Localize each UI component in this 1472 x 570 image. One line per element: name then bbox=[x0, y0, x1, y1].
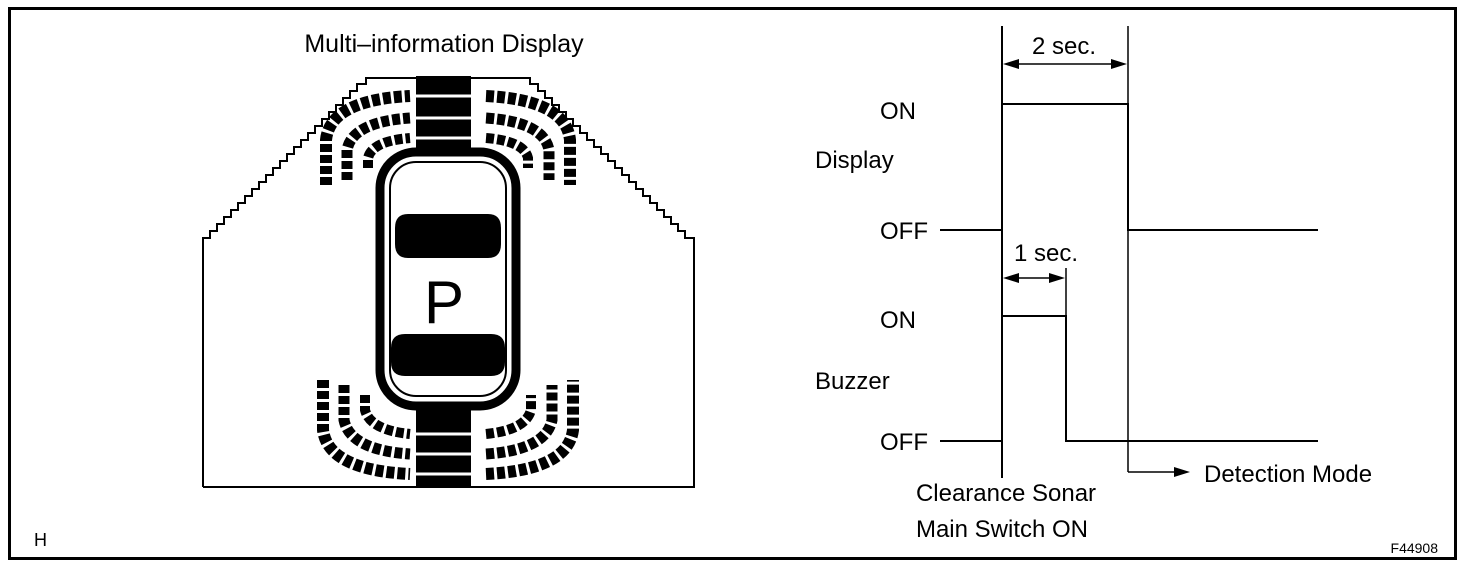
display-bezel bbox=[202, 77, 695, 488]
detection-arrow-head bbox=[1174, 467, 1190, 477]
figure-code: F44908 bbox=[1391, 540, 1439, 556]
center-bar-gaps bbox=[416, 94, 471, 476]
buzzer-off-label: OFF bbox=[880, 429, 928, 456]
trigger-caption-line1: Clearance Sonar bbox=[916, 480, 1096, 507]
gear-indicator: P bbox=[424, 269, 464, 336]
two-sec-label: 2 sec. bbox=[1032, 33, 1096, 60]
front-center-bar bbox=[416, 76, 471, 151]
one-sec-label: 1 sec. bbox=[1014, 240, 1078, 267]
timing-chart: ON Display OFF ON Buzzer OFF 2 sec. 1 se… bbox=[815, 26, 1372, 543]
figure-frame bbox=[8, 7, 1457, 560]
trigger-caption-line2: Main Switch ON bbox=[916, 516, 1088, 543]
display-signal-label: Display bbox=[815, 147, 894, 174]
buzzer-signal-label: Buzzer bbox=[815, 368, 890, 395]
one-sec-arrow-right bbox=[1049, 273, 1065, 283]
detection-mode-label: Detection Mode bbox=[1204, 461, 1372, 488]
rear-arc-inner bbox=[360, 395, 536, 439]
front-arc-inner bbox=[363, 133, 533, 168]
buzzer-waveform bbox=[940, 315, 1318, 442]
front-arc-outer bbox=[320, 90, 576, 185]
corner-letter: H bbox=[34, 530, 47, 550]
display-title: Multi–information Display bbox=[304, 30, 584, 58]
display-waveform bbox=[940, 103, 1318, 231]
car-body-inner-line bbox=[389, 161, 507, 397]
rear-arc-mid bbox=[338, 385, 558, 460]
display-off-label: OFF bbox=[880, 218, 928, 245]
one-sec-arrow-left bbox=[1003, 273, 1019, 283]
rear-window bbox=[391, 334, 505, 376]
display-on-label: ON bbox=[880, 98, 916, 125]
buzzer-on-label: ON bbox=[880, 307, 916, 334]
rear-arc-outer bbox=[317, 380, 579, 480]
rear-sensor-arcs bbox=[317, 380, 579, 480]
front-windshield bbox=[395, 214, 501, 258]
front-sensor-arcs bbox=[320, 90, 576, 185]
two-sec-arrow-left bbox=[1003, 59, 1019, 69]
two-sec-arrow-right bbox=[1111, 59, 1127, 69]
front-arc-mid bbox=[341, 112, 555, 180]
